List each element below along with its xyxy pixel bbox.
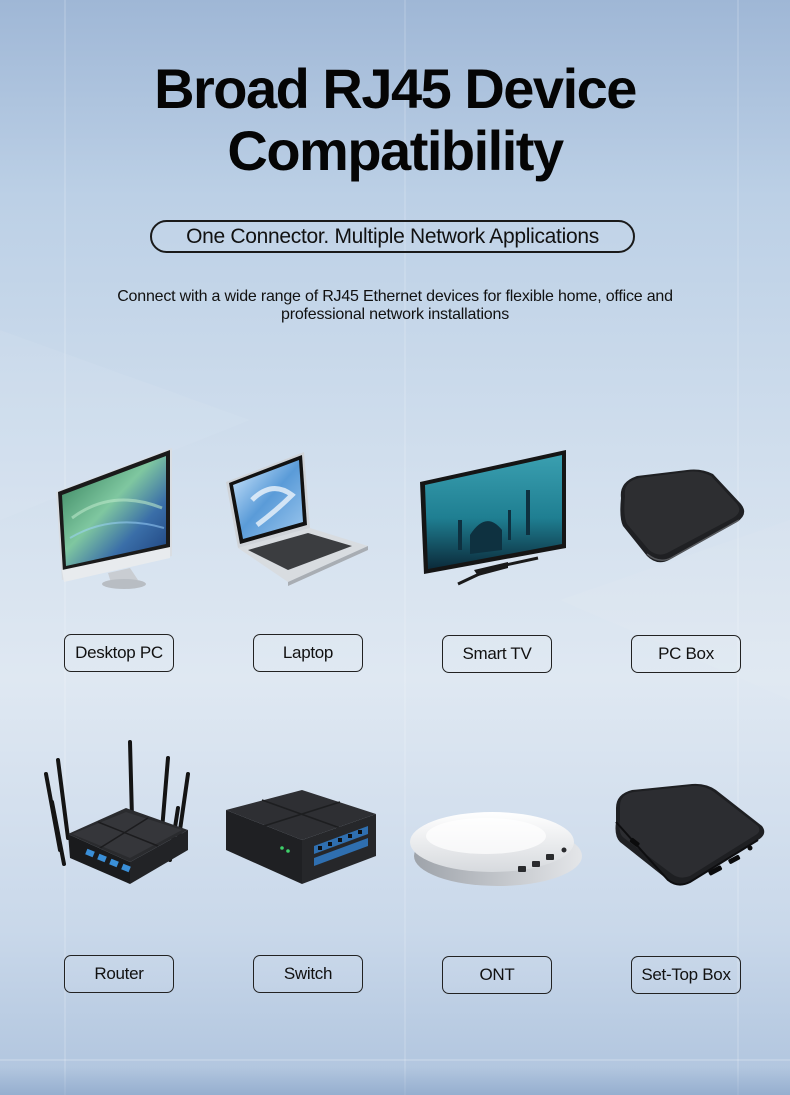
pc-box-icon xyxy=(620,469,745,563)
title-line-1: Broad RJ45 Device xyxy=(154,57,637,120)
ont-icon xyxy=(410,812,582,886)
smart-tv-icon xyxy=(420,450,566,586)
tagline-pill: One Connector. Multiple Network Applicat… xyxy=(150,220,635,253)
router-icon xyxy=(44,740,190,884)
device-label-pc-box: PC Box xyxy=(631,635,741,673)
switch-icon xyxy=(226,790,376,884)
description-line-1: Connect with a wide range of RJ45 Ethern… xyxy=(117,288,673,305)
device-label-laptop: Laptop xyxy=(253,634,363,672)
set-top-box-icon xyxy=(615,783,765,886)
laptop-icon xyxy=(226,452,368,586)
device-label-router: Router xyxy=(64,955,174,993)
device-label-switch: Switch xyxy=(253,955,363,993)
title-line-2: Compatibility xyxy=(227,119,564,182)
description: Connect with a wide range of RJ45 Ethern… xyxy=(60,288,730,324)
desktop-pc-icon xyxy=(56,448,172,589)
device-label-desktop-pc: Desktop PC xyxy=(64,634,174,672)
device-label-smart-tv: Smart TV xyxy=(442,635,552,673)
device-label-set-top-box: Set-Top Box xyxy=(631,956,741,994)
device-label-ont: ONT xyxy=(442,956,552,994)
page-title: Broad RJ45 Device Compatibility xyxy=(0,58,790,182)
description-line-2: professional network installations xyxy=(281,306,509,323)
bottom-band xyxy=(0,1067,790,1095)
